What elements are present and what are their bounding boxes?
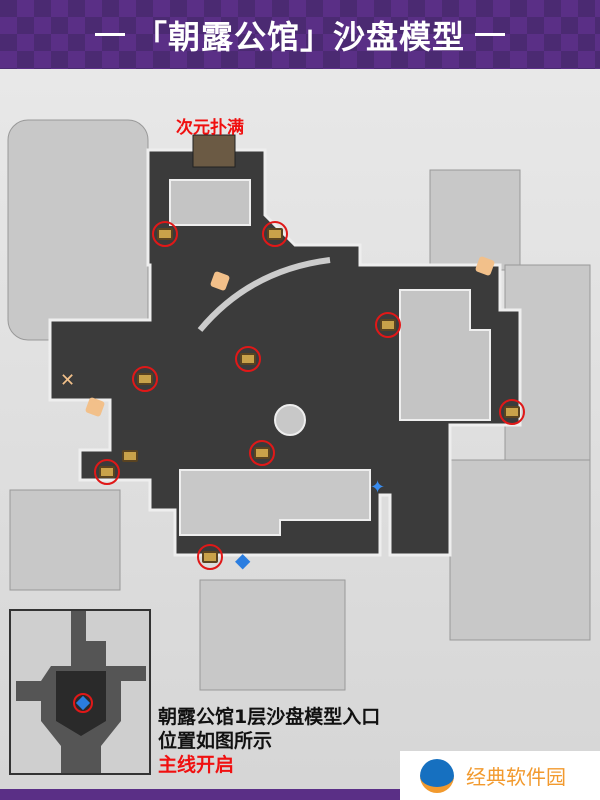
chest-icon: [267, 228, 283, 240]
page-title: 「朝露公馆」沙盘模型: [134, 17, 465, 56]
footer-band: [0, 789, 400, 800]
caption-line-2: 位置如图所示: [158, 730, 273, 752]
teleport-icon[interactable]: ◆: [235, 548, 251, 572]
chest-icon: [380, 319, 396, 331]
chest-marker[interactable]: [375, 312, 401, 338]
chest-marker[interactable]: [249, 440, 275, 466]
chest-marker[interactable]: [94, 459, 120, 485]
boss-portrait: [192, 134, 236, 168]
chest-marker[interactable]: [262, 221, 288, 247]
watermark-text: 经典软件园: [466, 765, 566, 789]
swords-icon[interactable]: ✕: [60, 370, 76, 391]
title-dash-left: [94, 33, 125, 36]
chest-marker[interactable]: [499, 399, 525, 425]
header-banner: 「朝露公馆」沙盘模型: [0, 0, 600, 69]
chest-icon: [99, 466, 115, 478]
chest-icon: [504, 406, 520, 418]
boss-label: 次元扑满: [176, 118, 244, 138]
watermark: 经典软件园: [400, 751, 600, 800]
chest-icon: [157, 228, 173, 240]
caption: 朝露公馆1层沙盘模型入口 位置如图所示 主线开启: [158, 705, 380, 777]
minimap: [16, 611, 146, 773]
chest-marker[interactable]: [197, 544, 223, 570]
chest-icon: [202, 551, 218, 563]
watermark-logo-icon: [420, 758, 454, 793]
caption-line-1: 朝露公馆1层沙盘模型入口: [158, 706, 381, 728]
chest-marker[interactable]: [235, 346, 261, 372]
chest-marker[interactable]: [152, 221, 178, 247]
waypoint-icon[interactable]: ✦: [370, 477, 386, 498]
caption-line-3: 主线开启: [158, 754, 235, 776]
chest-icon: [137, 373, 153, 385]
title-dash-right: [475, 33, 505, 36]
minimap-inset: [9, 609, 151, 775]
chest-icon: [240, 353, 256, 365]
chest-icon[interactable]: [122, 450, 138, 462]
chest-icon: [254, 447, 270, 459]
chest-marker[interactable]: [132, 366, 158, 392]
explorable-floor: [48, 148, 522, 557]
